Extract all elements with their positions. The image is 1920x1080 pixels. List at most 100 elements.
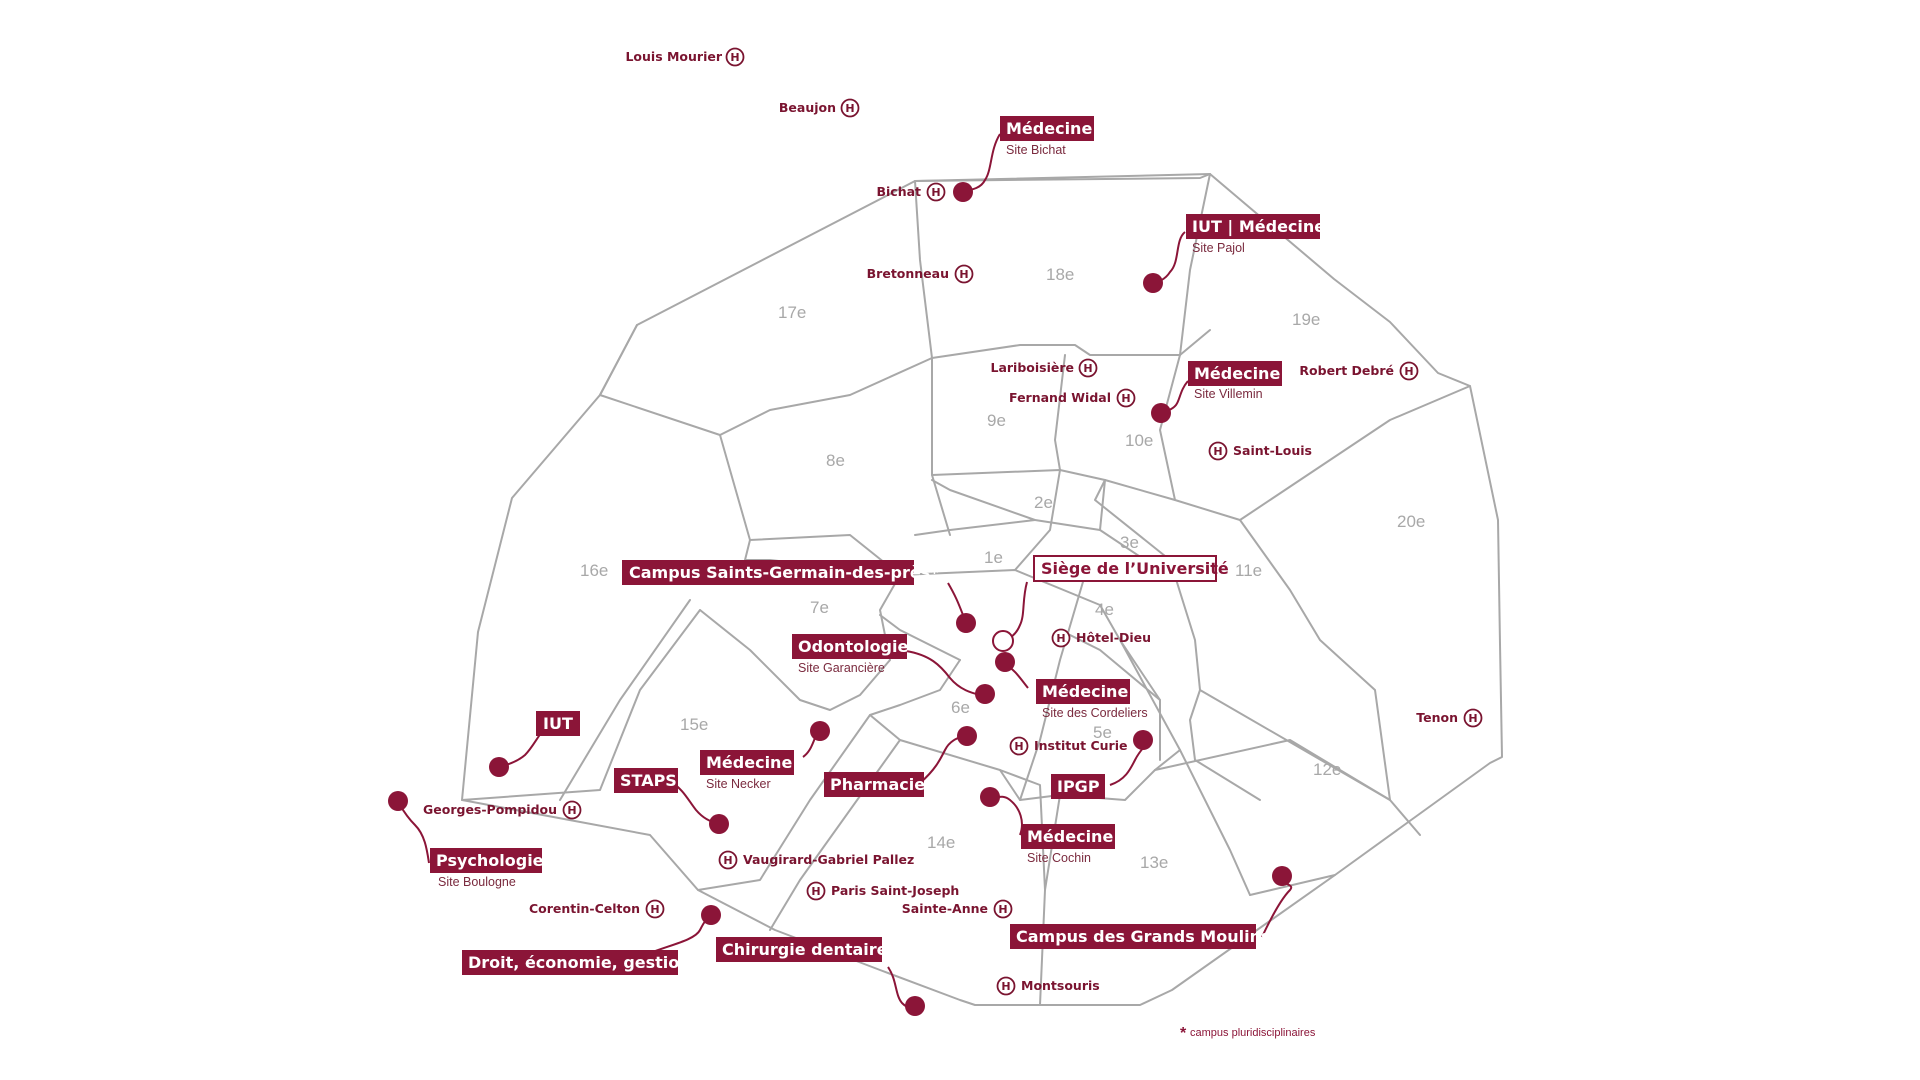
hospital-beaujon[interactable]: Beaujon H xyxy=(779,98,860,118)
site-dot-grands-moulins[interactable] xyxy=(1272,866,1292,886)
svg-text:Médecine: Médecine xyxy=(1006,119,1092,138)
site-dot-iut[interactable] xyxy=(489,757,509,777)
svg-text:Paris Saint-Joseph: Paris Saint-Joseph xyxy=(831,883,959,898)
svg-text:Médecine: Médecine xyxy=(1042,682,1128,701)
hospital-institut-curie[interactable]: H Institut Curie xyxy=(1009,736,1128,756)
site-dot-pharmacie[interactable] xyxy=(957,726,977,746)
hospital-h-icon: H xyxy=(1009,736,1029,756)
svg-text:Lariboisière: Lariboisière xyxy=(990,360,1074,375)
site-dot-staps[interactable] xyxy=(709,814,729,834)
site-dot-chirurgie[interactable] xyxy=(905,996,925,1016)
footnote-text: campus pluridisciplinaires xyxy=(1190,1027,1316,1039)
boundary xyxy=(1189,689,1261,801)
site-label-odontologie[interactable]: Odontologie Site Garancière xyxy=(792,634,908,675)
site-dot-siege[interactable] xyxy=(992,630,1014,652)
hospital-paris-saint-joseph[interactable]: H Paris Saint-Joseph xyxy=(806,881,960,901)
svg-text:Odontologie: Odontologie xyxy=(798,637,908,656)
site-dot-bichat[interactable] xyxy=(953,182,973,202)
svg-text:H: H xyxy=(1001,980,1010,993)
site-label-chirurgie[interactable]: Chirurgie dentaire xyxy=(716,937,888,962)
arrondissement-2: 2e xyxy=(1034,493,1053,512)
boundary xyxy=(599,324,751,541)
hospital-saint-louis[interactable]: H Saint-Louis xyxy=(1208,441,1312,461)
hospital-robert-debre[interactable]: Robert Debré H xyxy=(1299,361,1419,381)
site-label-psychologie[interactable]: Psychologie Site Boulogne xyxy=(430,848,544,889)
site-label-campus-saints-germain[interactable]: Campus Saints-Germain-des-près* xyxy=(622,560,939,585)
svg-text:Campus Saints-Germain-des-près: Campus Saints-Germain-des-près* xyxy=(629,563,939,582)
hospital-h-icon: H xyxy=(1463,708,1483,728)
svg-text:H: H xyxy=(845,102,854,115)
site-label-medecine-villemin[interactable]: Médecine Site Villemin xyxy=(1188,361,1282,401)
hospital-bichat[interactable]: Bichat H xyxy=(876,182,946,202)
svg-text:Bichat: Bichat xyxy=(876,184,921,199)
boundary xyxy=(1249,874,1336,896)
hospital-h-icon: H xyxy=(1116,388,1136,408)
hospital-h-icon: H xyxy=(562,800,582,820)
hospital-h-icon: H xyxy=(996,976,1016,996)
svg-text:Site Villemin: Site Villemin xyxy=(1194,387,1263,401)
svg-text:H: H xyxy=(1014,740,1023,753)
svg-text:H: H xyxy=(811,885,820,898)
hospital-louis-mourier[interactable]: Louis Mourier H xyxy=(625,47,745,67)
hospital-fernand-widal[interactable]: Fernand Widal H xyxy=(1009,388,1136,408)
hospital-corentin-celton[interactable]: Corentin-Celton H xyxy=(529,899,665,919)
site-dot-cordeliers[interactable] xyxy=(995,652,1015,672)
hospital-h-icon: H xyxy=(725,47,745,67)
site-dot-necker[interactable] xyxy=(810,721,830,741)
site-label-medecine-cordeliers[interactable]: Médecine Site des Cordeliers xyxy=(1036,679,1148,720)
hospital-markers: Louis Mourier H Beaujon H Bichat H Breto… xyxy=(423,47,1483,996)
site-dot-villemin[interactable] xyxy=(1151,403,1171,423)
hospital-hotel-dieu[interactable]: H Hôtel-Dieu xyxy=(1051,628,1152,648)
boundary xyxy=(719,357,933,436)
svg-text:H: H xyxy=(650,903,659,916)
boundary xyxy=(1054,354,1066,471)
site-label-grands-moulins[interactable]: Campus des Grands Moulins* xyxy=(1010,924,1279,949)
site-label-siege[interactable]: Siège de l’Université xyxy=(1033,555,1229,582)
svg-text:H: H xyxy=(1468,712,1477,725)
svg-text:Site Boulogne: Site Boulogne xyxy=(438,875,516,889)
svg-text:IUT: IUT xyxy=(543,714,573,733)
arrondissement-16: 16e xyxy=(580,561,608,580)
site-label-medecine-bichat[interactable]: Médecine Site Bichat xyxy=(1000,116,1094,157)
hospital-vaugirard[interactable]: H Vaugirard-Gabriel Pallez xyxy=(718,850,915,870)
arrondissement-15: 15e xyxy=(680,715,708,734)
hospital-lariboisiere[interactable]: Lariboisière H xyxy=(990,358,1098,378)
hospital-montsouris[interactable]: H Montsouris xyxy=(996,976,1100,996)
hospital-bretonneau[interactable]: Bretonneau H xyxy=(867,264,974,284)
svg-text:Campus des Grands Moulins*: Campus des Grands Moulins* xyxy=(1016,927,1279,946)
arrondissement-5: 5e xyxy=(1093,723,1112,742)
site-label-ipgp[interactable]: IPGP xyxy=(1051,774,1105,799)
footnote: * campus pluridisciplinaires xyxy=(1180,1025,1316,1042)
site-dot-cochin[interactable] xyxy=(980,787,1000,807)
svg-text:Sainte-Anne: Sainte-Anne xyxy=(902,901,988,916)
site-label-staps[interactable]: STAPS xyxy=(614,768,678,793)
site-label-iut[interactable]: IUT xyxy=(536,711,580,736)
site-label-pharmacie[interactable]: Pharmacie xyxy=(824,772,925,797)
svg-text:Chirurgie dentaire: Chirurgie dentaire xyxy=(722,940,888,959)
hospital-h-icon: H xyxy=(1399,361,1419,381)
hospital-h-icon: H xyxy=(954,264,974,284)
site-dot-saints-germain[interactable] xyxy=(956,613,976,633)
hospital-tenon[interactable]: Tenon H xyxy=(1416,708,1483,728)
site-dot-pajol[interactable] xyxy=(1143,273,1163,293)
hospital-h-icon: H xyxy=(1208,441,1228,461)
site-labels: Médecine Site Bichat IUT | Médecine Site… xyxy=(430,116,1325,975)
boundary xyxy=(699,574,901,711)
arrondissement-10: 10e xyxy=(1125,431,1153,450)
footnote-star: * xyxy=(1180,1025,1187,1042)
site-label-medecine-necker[interactable]: Médecine Site Necker xyxy=(700,750,794,791)
svg-text:Pharmacie: Pharmacie xyxy=(830,775,925,794)
arrondissement-19: 19e xyxy=(1292,310,1320,329)
site-dot-garanciere[interactable] xyxy=(975,684,995,704)
site-dot-psychologie[interactable] xyxy=(388,791,408,811)
hospital-georges-pompidou[interactable]: Georges-Pompidou H xyxy=(423,800,582,820)
svg-text:Droit, économie, gestion: Droit, économie, gestion xyxy=(468,953,691,972)
site-dot-droit[interactable] xyxy=(701,905,721,925)
boundary xyxy=(559,599,691,801)
hospital-sainte-anne[interactable]: Sainte-Anne H xyxy=(902,899,1013,919)
site-label-medecine-cochin[interactable]: Médecine Site Cochin xyxy=(1021,824,1115,865)
site-label-droit[interactable]: Droit, économie, gestion xyxy=(462,950,691,975)
site-dot-ipgp[interactable] xyxy=(1133,730,1153,750)
site-label-iut-medecine-pajol[interactable]: IUT | Médecine Site Pajol xyxy=(1186,214,1325,255)
